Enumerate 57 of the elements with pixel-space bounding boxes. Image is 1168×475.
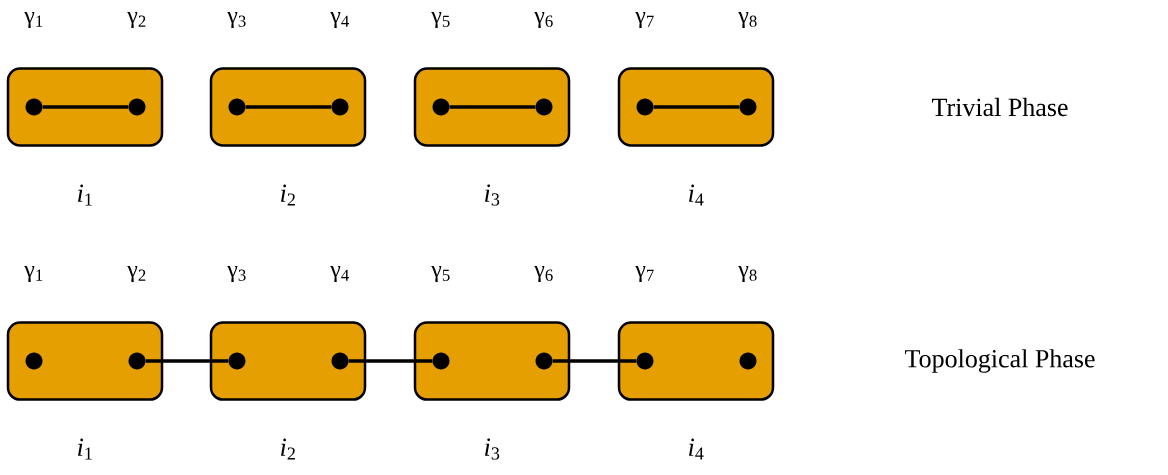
dot xyxy=(636,352,654,370)
symbol-label: γ$_{6}$ xyxy=(534,11,553,29)
connector-line xyxy=(449,105,536,109)
rounded-box xyxy=(617,321,775,401)
dot xyxy=(432,352,450,370)
symbol-label: γ$_{7}$ xyxy=(635,11,654,29)
symbol-label: i$_{1}$ xyxy=(78,184,92,206)
dot xyxy=(432,98,450,116)
connector-line xyxy=(348,359,433,363)
symbol-label: γ$_{6}$ xyxy=(534,265,553,283)
symbol-label: γ$_{8}$ xyxy=(738,11,757,29)
symbol-label: i$_{3}$ xyxy=(485,438,500,460)
rounded-box xyxy=(413,67,571,147)
dot xyxy=(636,98,654,116)
connector-line xyxy=(145,359,229,363)
dot xyxy=(535,98,553,116)
connector-line xyxy=(653,105,740,109)
symbol-label: γ$_{2}$ xyxy=(127,11,146,29)
symbol-label: γ$_{4}$ xyxy=(330,265,349,283)
symbol-label: γ$_{1}$ xyxy=(24,11,43,29)
connector-line xyxy=(552,359,637,363)
symbol-label: i$_{2}$ xyxy=(281,438,295,460)
rounded-box xyxy=(617,67,775,147)
dot xyxy=(535,352,553,370)
dot xyxy=(331,352,349,370)
dot xyxy=(25,98,43,116)
dot xyxy=(25,352,43,370)
symbol-label: γ$_{7}$ xyxy=(635,265,654,283)
symbol-label: i$_{3}$ xyxy=(485,184,500,206)
symbol-label: i$_{4}$ xyxy=(689,438,704,460)
symbol-label: i$_{4}$ xyxy=(689,184,704,206)
phase-label: Trivial Phase xyxy=(932,97,1068,117)
symbol-label: i$_{2}$ xyxy=(281,184,295,206)
connector-line xyxy=(42,105,129,109)
symbol-label: γ$_{5}$ xyxy=(431,11,450,29)
dot xyxy=(739,352,757,370)
symbol-label: γ$_{2}$ xyxy=(127,265,146,283)
symbol-label: γ$_{3}$ xyxy=(227,265,246,283)
symbol-label: γ$_{3}$ xyxy=(227,11,246,29)
connector-line xyxy=(245,105,332,109)
rounded-box xyxy=(6,321,164,401)
rounded-box xyxy=(6,67,164,147)
rounded-box xyxy=(209,321,367,401)
dot xyxy=(331,98,349,116)
dot xyxy=(739,98,757,116)
symbol-label: γ$_{8}$ xyxy=(738,265,757,283)
symbol-label: γ$_{1}$ xyxy=(24,265,43,283)
dot xyxy=(128,352,146,370)
dot xyxy=(228,352,246,370)
phase-label: Topological Phase xyxy=(905,349,1095,373)
symbol-label: γ$_{5}$ xyxy=(431,265,450,283)
symbol-label: i$_{1}$ xyxy=(78,438,92,460)
dot xyxy=(228,98,246,116)
symbol-label: γ$_{4}$ xyxy=(330,11,349,29)
rounded-box xyxy=(413,321,571,401)
rounded-box xyxy=(209,67,367,147)
dot xyxy=(128,98,146,116)
